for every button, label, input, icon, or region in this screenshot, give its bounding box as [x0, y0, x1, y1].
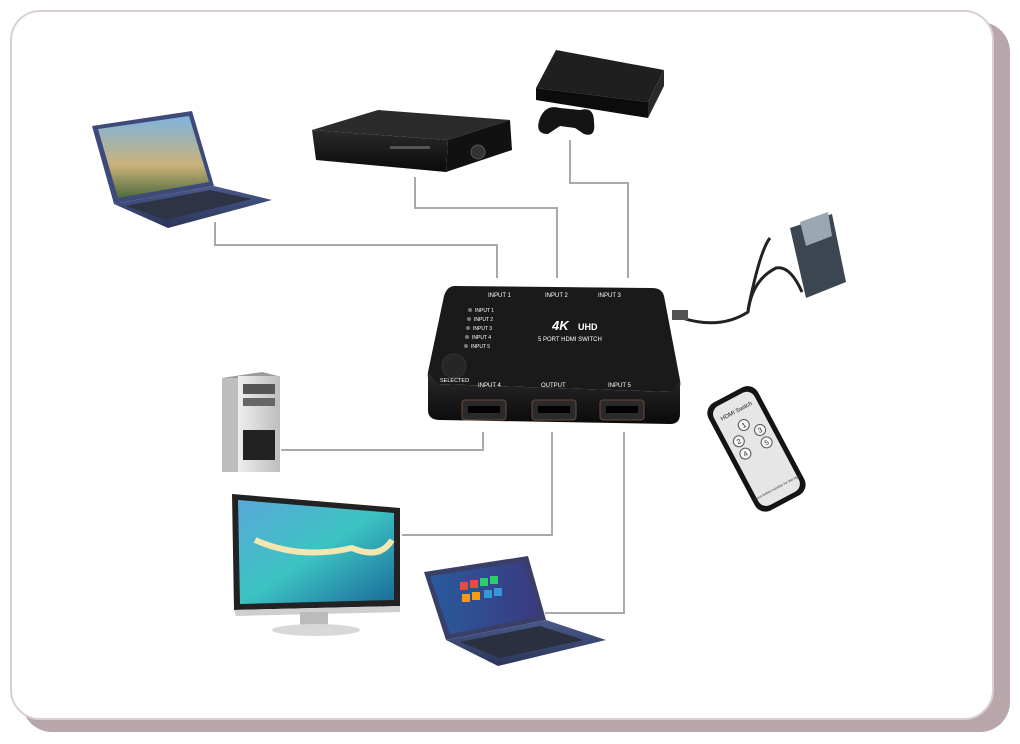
led-label-2: INPUT 2: [474, 317, 493, 323]
port-label-input3: INPUT 3: [598, 293, 622, 299]
svg-text:4: 4: [743, 450, 750, 458]
laptop-top-left: [92, 111, 272, 228]
desktop-tower: [222, 372, 280, 472]
hdmi-port-input4: [461, 399, 507, 421]
remote-button-4: 4: [739, 447, 752, 460]
cable-stb-input2: [414, 177, 558, 278]
laptop-bottom: [424, 556, 606, 666]
svg-text:5: 5: [764, 439, 771, 447]
svg-text:3: 3: [757, 427, 764, 435]
led-label-3: INPUT 3: [473, 326, 492, 332]
led-label-1: INPUT 1: [475, 308, 494, 314]
cable-console-input3: [569, 140, 629, 278]
monitor: [232, 494, 400, 636]
led-label-4: INPUT 4: [472, 335, 491, 341]
hdmi-switch: INPUT 1 INPUT 2 INPUT 3 INPUT 4 INPUT 5 …: [427, 286, 681, 424]
led-label-5: INPUT 5: [471, 344, 490, 350]
led-column: [464, 308, 472, 348]
game-console: [536, 50, 664, 135]
port-label-input1: INPUT 1: [488, 293, 512, 299]
hdmi-port-output: [531, 399, 577, 421]
port-label-output: OUTPUT: [541, 383, 566, 389]
port-label-input5: INPUT 5: [608, 383, 632, 389]
remote-button-1: 1: [737, 419, 750, 432]
cable-monitor-output: [402, 432, 553, 536]
brand-4k: 4K: [551, 318, 570, 333]
remote-button-3: 3: [754, 424, 767, 437]
svg-text:2: 2: [736, 438, 743, 446]
cable-tower-input4: [281, 432, 484, 451]
cables: [214, 140, 629, 614]
set-top-box: [312, 110, 512, 172]
hdmi-port-input5: [599, 399, 645, 421]
remote-button-5: 5: [760, 436, 773, 449]
remote-button-2: 2: [732, 435, 745, 448]
selected-label: SELECTED: [440, 378, 469, 384]
remote-control: HDMI Switch 1 2 3 4 5 Press button numbe…: [707, 386, 806, 512]
port-label-input4: INPUT 4: [478, 383, 502, 389]
port-label-input2: INPUT 2: [545, 293, 569, 299]
cable-laptop-input1: [214, 222, 498, 278]
svg-text:1: 1: [741, 422, 748, 430]
brand-uhd: UHD: [578, 322, 598, 332]
cable-laptop-input5: [545, 432, 625, 614]
model-line: 5 PORT HDMI SWITCH: [538, 337, 602, 343]
power-adapter: [672, 212, 846, 325]
